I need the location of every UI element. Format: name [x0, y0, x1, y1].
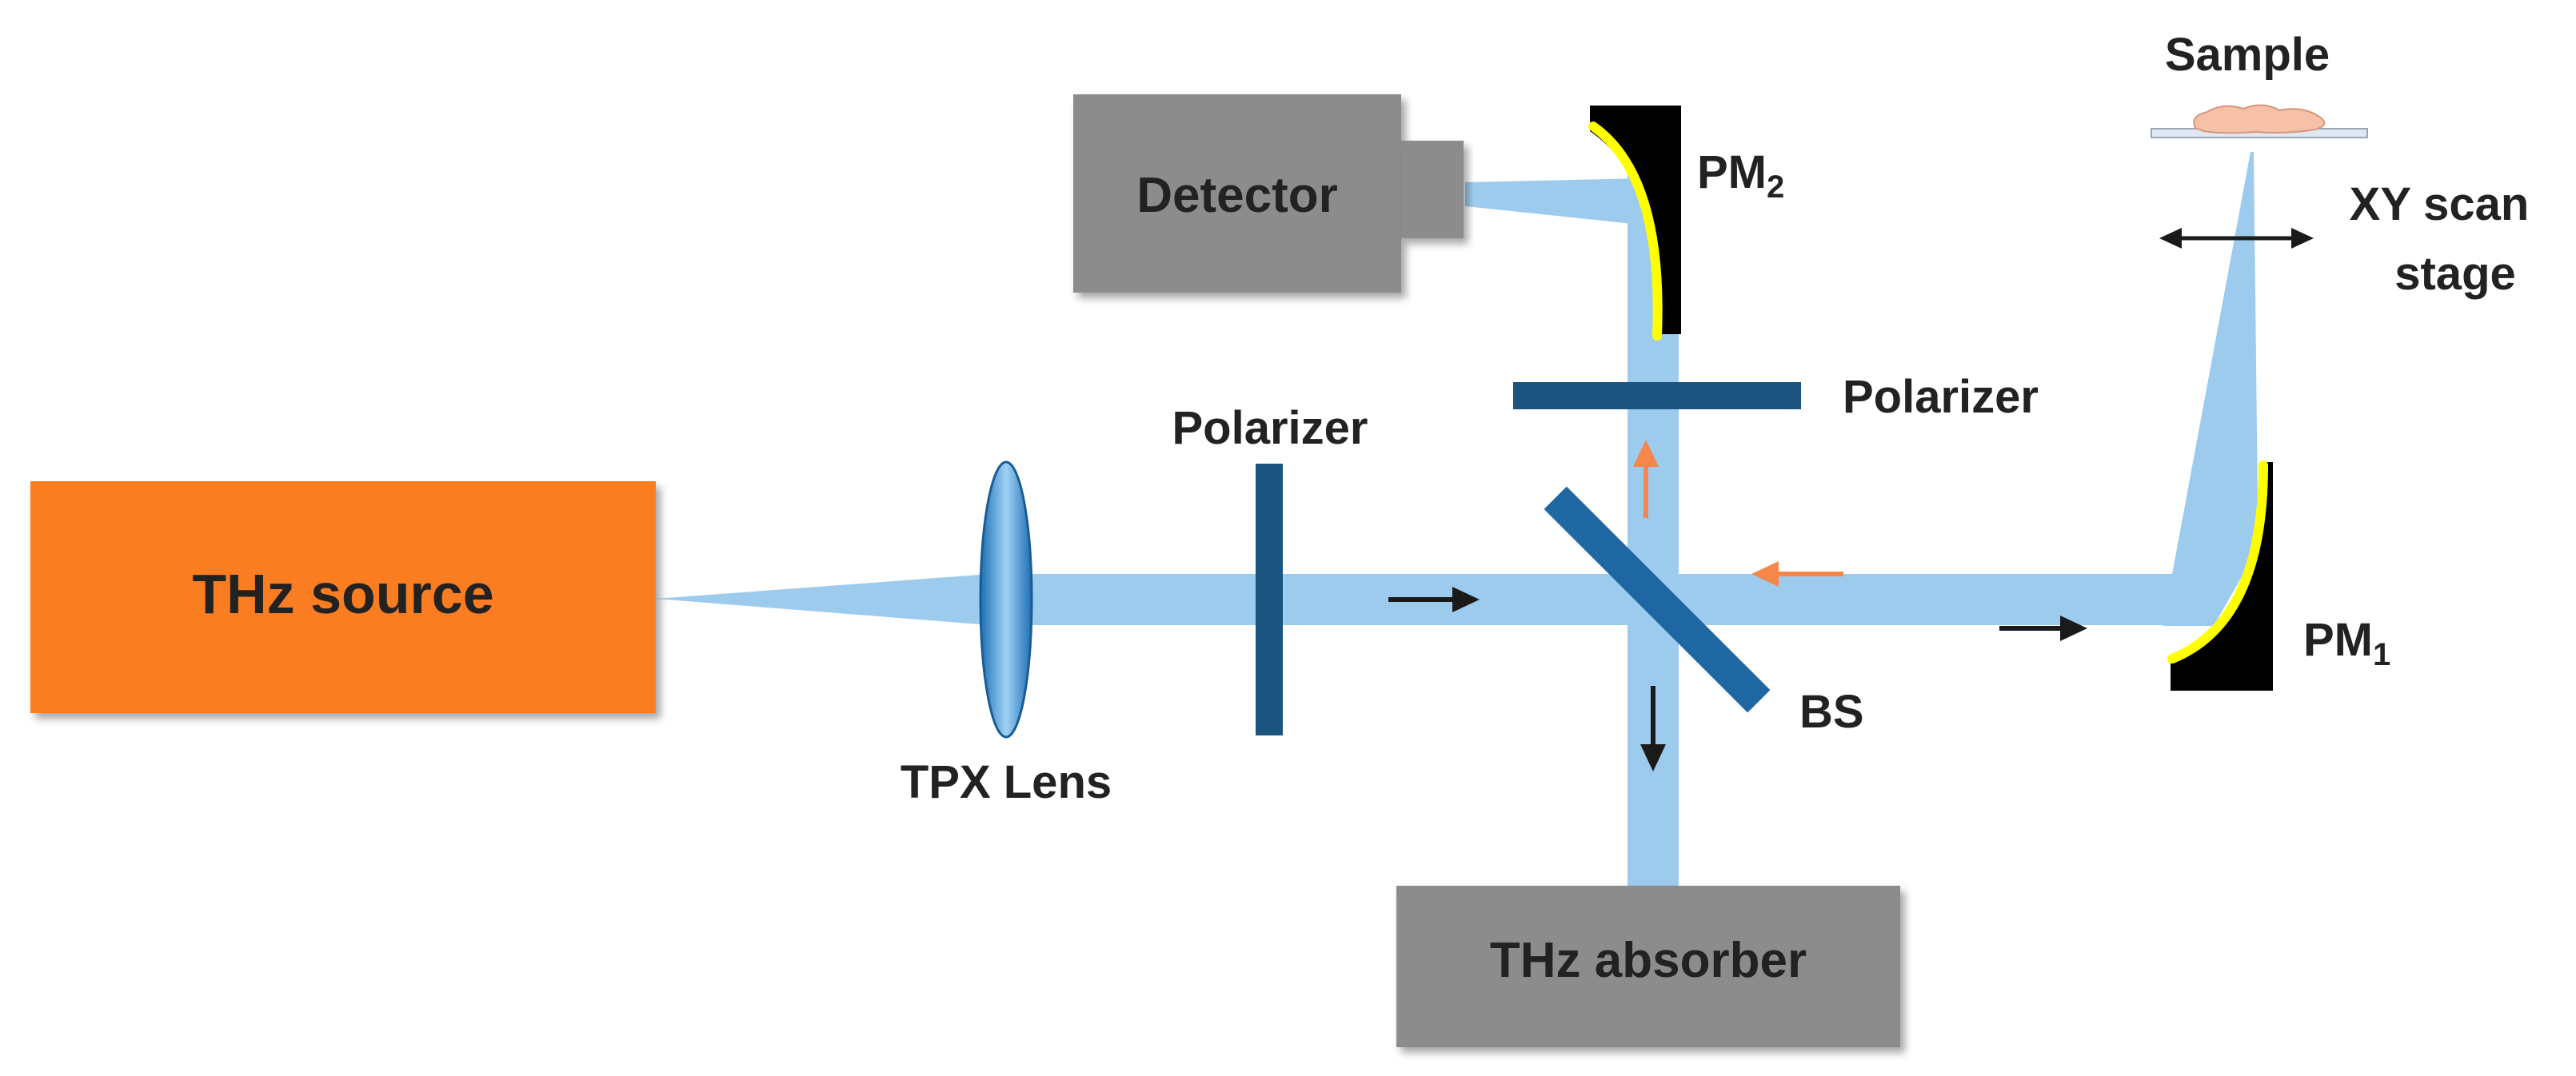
- beam-direction-arrows: [1388, 440, 2087, 771]
- xy-stage-label-line2: stage: [2394, 248, 2516, 300]
- thz-absorber: THz absorber: [1396, 886, 1900, 1047]
- polarizer-2-label: Polarizer: [1843, 371, 2039, 423]
- beam-mirror1-to-sample: [2163, 152, 2258, 626]
- beam-splitter-label: BS: [1799, 686, 1864, 738]
- thz-absorber-label: THz absorber: [1490, 933, 1807, 988]
- thz-source-label: THz source: [192, 563, 493, 625]
- thz-source-box: [30, 481, 656, 713]
- beam-mirror2-to-detector: [1465, 177, 1679, 229]
- mirror-1-label-sub: 1: [2373, 637, 2390, 672]
- lens-icon: [979, 460, 1033, 739]
- arrow-icon: [1751, 561, 1843, 587]
- beam-source-to-lens: [656, 574, 990, 625]
- tpx-lens: TPX Lens: [901, 460, 1112, 808]
- detector-window: [1401, 141, 1464, 238]
- arrow-icon: [1640, 686, 1666, 771]
- detector: Detector: [1073, 94, 1464, 293]
- mirror-2-label: PM2: [1697, 146, 1784, 205]
- beam-splitter-plate: [1544, 486, 1771, 713]
- mirror-1-body: [2171, 462, 2273, 691]
- detector-box: [1073, 94, 1401, 293]
- double-arrow-icon: [2159, 228, 2314, 249]
- xy-stage-label-line1: XY scan: [2350, 178, 2530, 230]
- sample-tissue: [2193, 104, 2326, 134]
- parabolic-mirror-2: PM2: [1588, 106, 1784, 341]
- arrow-icon: [1999, 616, 2087, 641]
- polarizer-2: Polarizer: [1513, 371, 2039, 423]
- beam-main-horizontal: [988, 574, 2204, 625]
- beam-paths: [656, 152, 2258, 897]
- sample-label: Sample: [2165, 29, 2330, 81]
- polarizer-1: Polarizer: [1172, 402, 1368, 735]
- mirror-1-label-main: PM: [2303, 614, 2373, 666]
- polarizer-1-plate: [1256, 464, 1283, 735]
- arrow-icon: [1633, 440, 1659, 518]
- polarizer-1-label: Polarizer: [1172, 402, 1368, 454]
- mirror-2-body: [1590, 106, 1681, 334]
- mirror-2-label-main: PM: [1697, 146, 1767, 198]
- polarizer-2-plate: [1513, 382, 1801, 409]
- mirror-1-label: PM1: [2303, 614, 2390, 672]
- parabolic-mirror-1: PM1: [2167, 460, 2390, 691]
- mirror-2-coating: [1588, 122, 1663, 341]
- detector-label: Detector: [1136, 168, 1338, 223]
- thz-absorber-box: [1396, 886, 1900, 1047]
- thz-source: THz source: [30, 481, 656, 713]
- mirror-1-coating: [2167, 460, 2268, 664]
- tpx-lens-label: TPX Lens: [901, 756, 1112, 808]
- arrow-icon: [1388, 587, 1480, 612]
- mirror-2-label-sub: 2: [1767, 169, 1784, 205]
- sample-stage: Sample XY scan stage: [2151, 29, 2529, 300]
- beam-splitter: BS: [1544, 486, 1864, 738]
